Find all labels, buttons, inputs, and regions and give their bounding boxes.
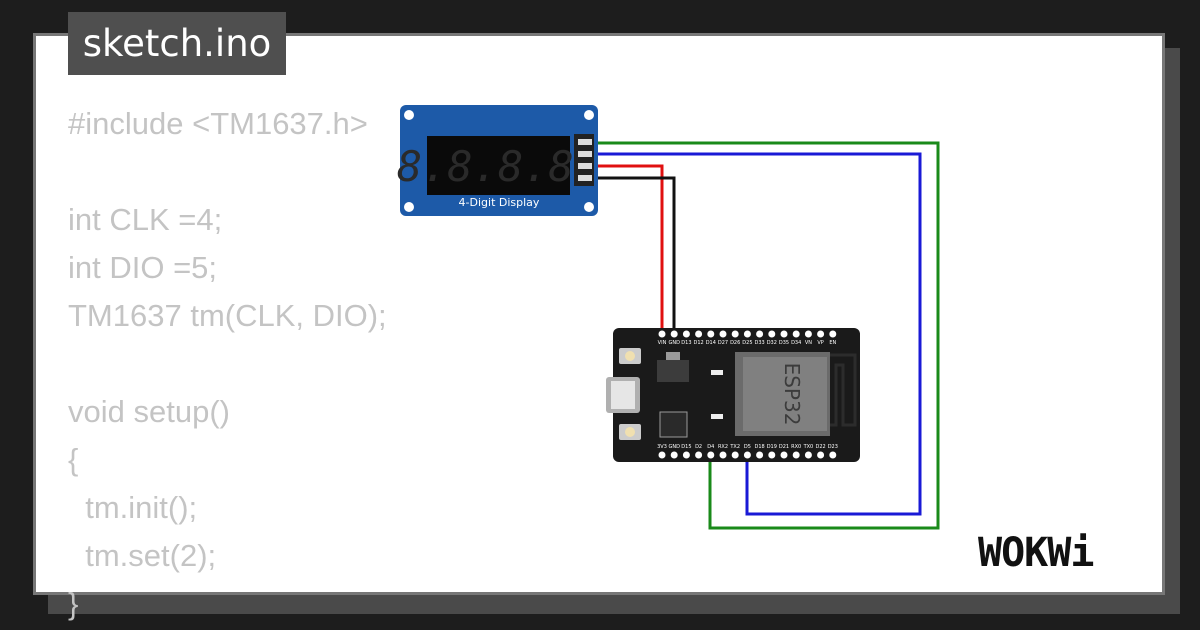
wire-vcc — [592, 164, 664, 334]
bottom-pin-label: D5 — [744, 444, 751, 450]
bottom-pin-tx2[interactable] — [731, 451, 739, 459]
top-pin-d35[interactable] — [780, 330, 788, 338]
bottom-pin-label: TX2 — [729, 444, 740, 450]
wire-dio — [592, 152, 922, 516]
sketch-title: sketch.ino — [68, 12, 286, 75]
bottom-pin-label: D19 — [767, 444, 777, 450]
bottom-pin-rx0[interactable] — [792, 451, 800, 459]
top-pin-label: D32 — [767, 340, 777, 346]
top-pin-d32[interactable] — [768, 330, 776, 338]
code-line: int CLK =4; — [68, 202, 223, 237]
top-pin-d14[interactable] — [707, 330, 715, 338]
top-pin-d12[interactable] — [695, 330, 703, 338]
project-card — [33, 33, 1165, 595]
bottom-pin-d18[interactable] — [756, 451, 764, 459]
bottom-pin-label: D18 — [754, 444, 764, 450]
code-line: tm.init(); — [68, 490, 198, 525]
display-label: 4-Digit Display — [459, 196, 540, 209]
wire-gnd — [592, 176, 676, 334]
bottom-pin-3v3[interactable] — [658, 451, 666, 459]
top-pin-gnd[interactable] — [670, 330, 678, 338]
bottom-pin-d15[interactable] — [682, 451, 690, 459]
top-pin-d26[interactable] — [731, 330, 739, 338]
bottom-pin-d23[interactable] — [829, 451, 837, 459]
top-pin-vn[interactable] — [804, 330, 812, 338]
bottom-pin-rx2[interactable] — [719, 451, 727, 459]
bottom-pin-label: D23 — [828, 444, 838, 450]
code-line: #include <TM1637.h> — [68, 106, 368, 141]
bottom-pin-tx0[interactable] — [804, 451, 812, 459]
usb-chip — [659, 411, 688, 438]
display-window — [427, 136, 570, 195]
top-pin-label: D34 — [791, 340, 801, 346]
top-pin-label: D13 — [681, 340, 691, 346]
top-pin-label: GND — [668, 340, 680, 346]
top-pin-label: VN — [805, 340, 812, 346]
display-header — [574, 134, 594, 186]
bottom-pin-label: RX2 — [718, 444, 728, 450]
bottom-pin-d5[interactable] — [743, 451, 751, 459]
top-pin-label: D35 — [779, 340, 789, 346]
top-pin-label: VP — [817, 340, 823, 346]
code-preview: #include <TM1637.h> int CLK =4; int DIO =… — [68, 100, 387, 628]
bottom-pin-label: RX0 — [791, 444, 801, 450]
bottom-pin-d2[interactable] — [695, 451, 703, 459]
top-pin-d13[interactable] — [682, 330, 690, 338]
bottom-pin-label: D2 — [695, 444, 702, 450]
top-pin-label: EN — [829, 340, 836, 346]
top-pin-d27[interactable] — [719, 330, 727, 338]
regulator — [657, 360, 689, 382]
top-pin-label: D12 — [693, 340, 703, 346]
bottom-pin-gnd[interactable] — [670, 451, 678, 459]
top-pin-d25[interactable] — [743, 330, 751, 338]
bottom-pin-d21[interactable] — [780, 451, 788, 459]
bottom-pin-label: GND — [668, 444, 680, 450]
chip-label: ESP32 — [780, 363, 804, 426]
top-pin-d33[interactable] — [756, 330, 764, 338]
code-line: int DIO =5; — [68, 250, 218, 285]
top-pin-label: D25 — [742, 340, 752, 346]
bottom-pin-label: D15 — [681, 444, 691, 450]
top-pin-vp[interactable] — [817, 330, 825, 338]
tm1637-display[interactable]: 8.8.8.8. 4-Digit Display — [397, 105, 599, 216]
display-digits: 8.8.8.8. — [397, 142, 599, 191]
top-pin-en[interactable] — [829, 330, 837, 338]
bottom-pin-d4[interactable] — [707, 451, 715, 459]
code-line: TM1637 tm(CLK, DIO); — [68, 298, 387, 333]
top-pin-label: D26 — [730, 340, 740, 346]
top-pin-d34[interactable] — [792, 330, 800, 338]
code-line: tm.set(2); — [68, 538, 217, 573]
code-line: } — [68, 586, 79, 621]
top-pin-label: VIN — [658, 340, 667, 346]
bottom-pin-d22[interactable] — [817, 451, 825, 459]
bottom-pin-d19[interactable] — [768, 451, 776, 459]
top-pin-label: D33 — [754, 340, 764, 346]
top-pin-label: D14 — [706, 340, 716, 346]
top-pin-vin[interactable] — [658, 330, 666, 338]
top-pin-label: D27 — [718, 340, 728, 346]
bottom-pin-label: D22 — [815, 444, 825, 450]
wire-clk — [592, 141, 940, 530]
svg-text:WOKWi: WOKWi — [978, 530, 1093, 576]
bottom-pin-label: D21 — [779, 444, 789, 450]
wokwi-logo: WOKWi — [978, 530, 1094, 576]
code-line: void setup() — [68, 394, 230, 429]
bottom-pin-label: D4 — [707, 444, 714, 450]
bottom-pin-label: 3V3 — [657, 444, 667, 450]
code-line: { — [68, 442, 79, 477]
bottom-pin-label: TX0 — [803, 444, 814, 450]
